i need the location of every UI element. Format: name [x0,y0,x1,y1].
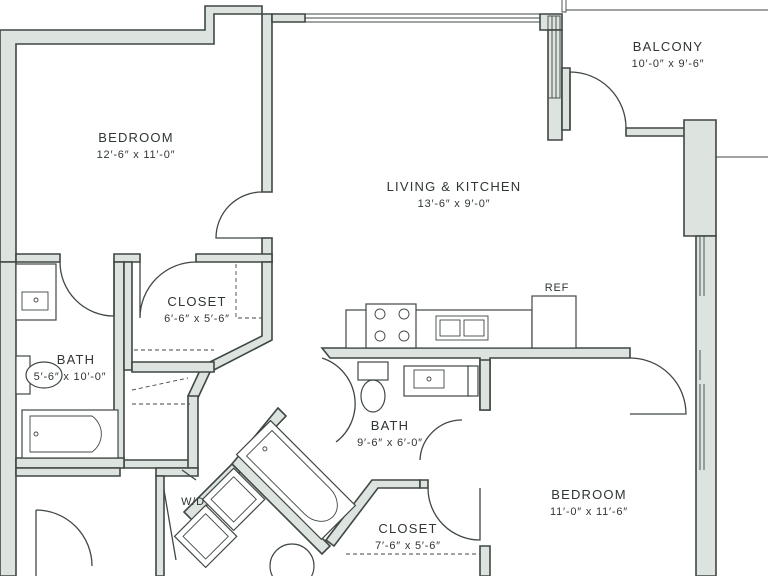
balcony-name: BALCONY [633,39,704,54]
balcony-size: 10′-0″ x 9′-6″ [632,58,705,70]
living-kitchen-name: LIVING & KITCHEN [387,179,522,194]
ref-label: REF [545,282,569,294]
closet-1-name: CLOSET [167,294,226,309]
doors [35,71,687,576]
windows [305,13,705,470]
balcony-outline [561,0,768,158]
living-kitchen-size: 13′-6″ x 9′-0″ [418,198,491,210]
washer-dryer-label: W/D [181,496,205,508]
bath-1-name: BATH [57,352,96,367]
bedroom-2-size: 11′-0″ x 11′-6″ [550,506,628,518]
bath-1-size: 5′-6″ x 10′-0″ [34,371,107,383]
bedroom-2-name: BEDROOM [551,487,627,502]
fixtures [15,263,577,576]
labels: BALCONY 10′-0″ x 9′-6″ BEDROOM 12′-6″ x … [34,39,705,552]
closet-shelves [131,264,480,555]
closet-2-size: 7′-6″ x 5′-6″ [375,540,441,552]
closet-1-size: 6′-6″ x 5′-6″ [164,313,230,325]
walls [0,5,717,576]
bedroom-1-size: 12′-6″ x 11′-0″ [97,149,176,161]
bath-2-name: BATH [371,418,410,433]
closet-2-name: CLOSET [378,521,437,536]
bath-2-size: 9′-6″ x 6′-0″ [357,437,423,449]
bedroom-1-name: BEDROOM [98,130,174,145]
